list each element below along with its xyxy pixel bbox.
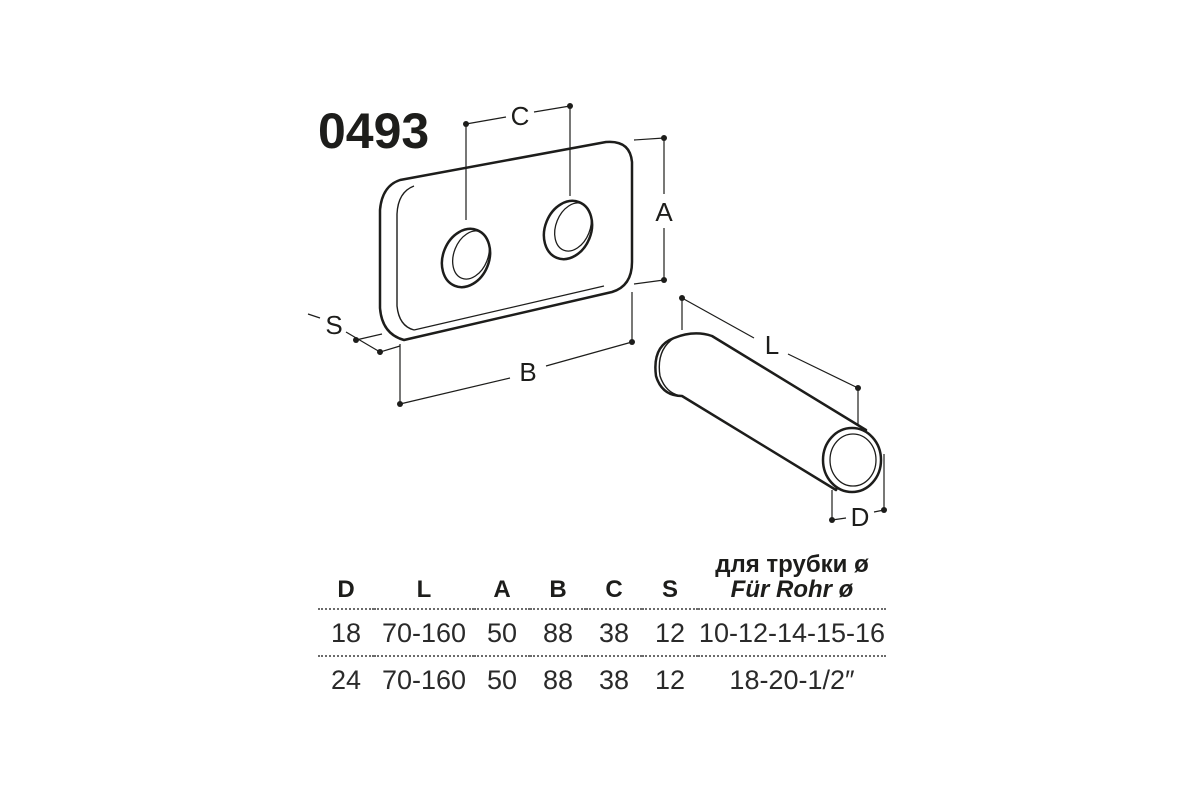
rosette-plate	[378, 140, 634, 342]
dimension-l	[679, 295, 861, 426]
header-s: S	[642, 552, 698, 611]
rosette-hole-right	[542, 199, 594, 261]
cell-a: 50	[486, 665, 518, 696]
cell-pipe: 10-12-14-15-16	[698, 609, 886, 658]
cell-a: 50	[474, 609, 530, 658]
rosette-hole-left	[440, 227, 492, 289]
dimension-label-a: A	[655, 197, 673, 227]
dimension-d	[829, 454, 887, 523]
header-d: D	[318, 552, 374, 611]
dimension-label-b: B	[519, 357, 536, 387]
cell-pipe: 18-20-1/2″	[729, 665, 855, 696]
table-header-row: D L A B C S для трубки ø Für Rohr ø	[318, 551, 886, 611]
cell-b: 88	[542, 665, 574, 696]
table-row: 24 70-160 50 88 38 12 18-20-1/2″	[318, 656, 886, 702]
header-pipe: для трубки ø Für Rohr ø	[698, 551, 886, 611]
dimension-s	[307, 313, 401, 355]
cell-s: 12	[642, 609, 698, 658]
header-pipe-ru: для трубки ø	[715, 551, 869, 578]
cell-c: 38	[598, 665, 630, 696]
dimension-label-c: C	[511, 101, 530, 131]
cell-d: 24	[330, 665, 362, 696]
dimension-label-l: L	[765, 330, 779, 360]
header-a: A	[474, 552, 530, 611]
header-l: L	[374, 552, 474, 611]
header-pipe-de: Für Rohr ø	[730, 576, 854, 604]
cell-l: 70-160	[381, 665, 467, 696]
dimension-a	[633, 135, 667, 285]
table-row: 18 70-160 50 88 38 12 10-12-14-15-16	[318, 609, 886, 658]
spec-table: D L A B C S для трубки ø Für Rohr ø 18 7…	[318, 552, 886, 702]
model-code: 0493	[318, 103, 429, 159]
cell-s: 12	[654, 665, 686, 696]
dimension-label-s: S	[325, 310, 342, 340]
technical-drawing: 0493 C	[307, 101, 887, 532]
dimension-label-d: D	[851, 502, 870, 532]
cell-c: 38	[586, 609, 642, 658]
header-c: C	[586, 552, 642, 611]
dimension-c	[463, 103, 573, 220]
cell-d: 18	[318, 609, 374, 658]
dimension-b	[397, 292, 635, 407]
pipe-tube	[654, 332, 883, 494]
header-b: B	[530, 552, 586, 611]
cell-l: 70-160	[374, 609, 474, 658]
cell-b: 88	[530, 609, 586, 658]
